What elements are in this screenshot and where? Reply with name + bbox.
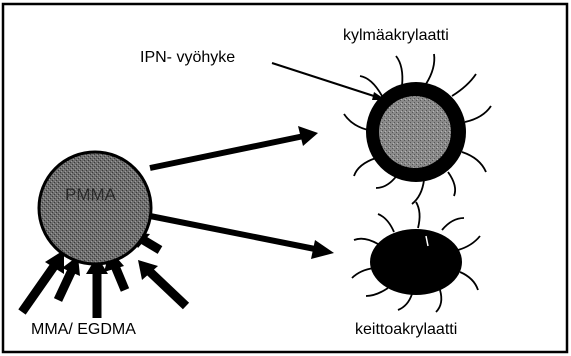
arrow-to-heat-acrylate xyxy=(150,216,334,259)
arrow-to-cold-acrylate xyxy=(150,126,318,168)
heat-particle-body xyxy=(370,229,462,295)
cold-particle-core xyxy=(379,96,451,168)
cold-acrylate-particle xyxy=(344,54,491,204)
label-cold-acrylate: kylmäakrylaatti xyxy=(343,28,449,44)
pmma-particle xyxy=(39,152,151,264)
label-mma-egdma: MMA/ EGDMA xyxy=(31,322,136,338)
ipn-pointer-arrow xyxy=(272,63,386,100)
heat-acrylate-particle xyxy=(352,202,480,312)
label-heat-acrylate: keittoakrylaatti xyxy=(355,322,457,338)
label-pmma: PMMA xyxy=(65,186,116,203)
label-ipn-zone: IPN- vyöhyke xyxy=(140,50,235,66)
